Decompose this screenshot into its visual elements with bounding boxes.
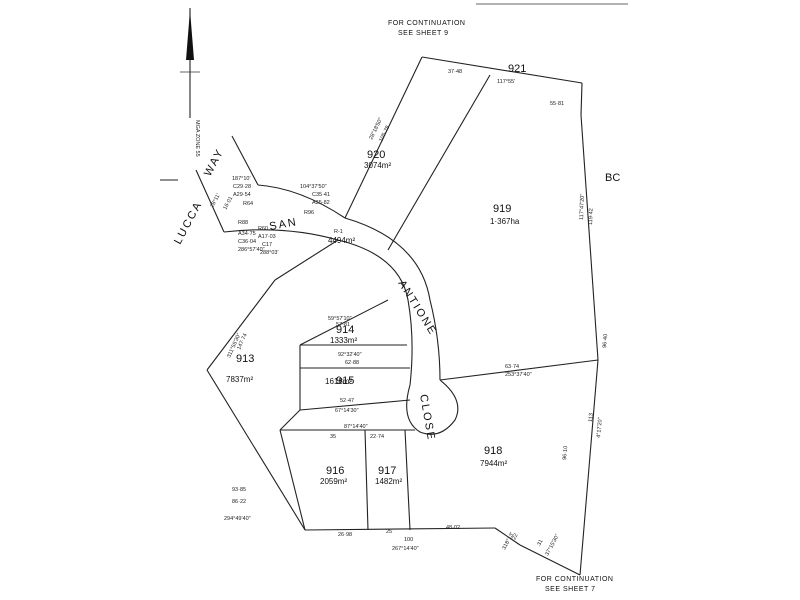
dim-label: A17·03 (258, 234, 276, 240)
dim-label: R88 (238, 220, 248, 226)
dim-label: 22 (511, 533, 519, 541)
lot-number-914: 914 (336, 324, 354, 336)
dim-label: 52·47 (340, 398, 354, 404)
dim-label: 16·01 (222, 196, 234, 211)
dim-label: 104°37'50" (300, 184, 327, 190)
dim-label: 22·74 (370, 434, 384, 440)
dim-label: 105·78 (378, 125, 391, 143)
note-bottom-line2: SEE SHEET 7 (545, 586, 596, 593)
dim-label: 55·81 (550, 101, 564, 107)
dim-label: 67°14'30" (335, 408, 359, 414)
dim-label: C36·04 (238, 239, 256, 245)
dim-label: C29·28 (233, 184, 251, 190)
road-name-lucca: LUCCA (172, 199, 205, 246)
north-arrow-label: MGA ZONE 55 (194, 120, 200, 157)
dim-label: 92°32'40" (338, 352, 362, 358)
dim-label: C17 (262, 242, 272, 248)
dim-label: 59°57'10" (328, 316, 352, 322)
lucca-way-road (160, 135, 346, 241)
lot-area-918: 7944m² (480, 459, 507, 468)
dim-label: 294°49'40" (224, 516, 251, 522)
dim-label: 37°15'30" (544, 533, 560, 557)
dim-label: 4°17'20" (596, 417, 604, 438)
dim-label: R96 (304, 210, 314, 216)
dim-label: 26·98 (338, 532, 352, 538)
note-top-line1: FOR CONTINUATION (388, 20, 465, 27)
dim-label: 253°37'40" (505, 372, 532, 378)
dim-label: A34·75 (238, 231, 256, 237)
north-arrow: MGA ZONE 55 (180, 8, 200, 157)
dim-label: 288°03' (260, 250, 279, 256)
dim-label: 87°14'40" (344, 424, 368, 430)
dim-label: 117°47'20" (579, 194, 586, 220)
dim-label: 286°57'40" (238, 247, 265, 253)
note-bottom-line1: FOR CONTINUATION (536, 576, 613, 583)
road-name-san: SAN (268, 216, 298, 233)
san-antione-close-road (337, 217, 459, 435)
lot-area-913: 7837m² (226, 375, 253, 384)
dim-label: 100 (404, 537, 413, 543)
dim-label: 93·85 (232, 487, 246, 493)
lot-area-r1: 4494m² (328, 236, 355, 245)
lot-area-915: 1618m² (325, 377, 352, 386)
road-name-close: CLOSE (417, 393, 437, 442)
lot-area-917: 1482m² (375, 477, 402, 486)
lot-number-921: 921 (508, 63, 526, 75)
dim-label: 35 (330, 434, 336, 440)
dim-label: 117°55' (497, 79, 515, 85)
dim-label: 57·81 (336, 322, 350, 328)
dim-label: 28°11' (209, 193, 221, 209)
lot-area-914: 1333m² (330, 336, 357, 345)
lot-number-bc: BC (605, 172, 620, 184)
lot-number-920: 920 (367, 149, 385, 161)
dim-label: R64 (243, 201, 253, 207)
dim-label: A35·82 (312, 200, 330, 206)
lot-number-919: 919 (493, 203, 511, 215)
lot-area-920: 3074m² (364, 161, 391, 170)
lot-number-915: 915 (336, 375, 354, 387)
dim-label: 48·02 (446, 525, 460, 531)
lot-number-917: 917 (378, 465, 396, 477)
lot-number-916: 916 (326, 465, 344, 477)
road-name-way: WAY (202, 146, 227, 178)
dim-label: C35·41 (312, 192, 330, 198)
dim-label: 96·40 (602, 334, 609, 349)
dim-label: 63·74 (505, 364, 519, 370)
lot-number-r1: R-1 (334, 229, 343, 235)
dim-label: 113 (588, 413, 595, 422)
dim-label: 37·48 (448, 69, 462, 75)
dim-label: 25 (386, 529, 392, 535)
dimension-labels: 187°10' C29·28 A29·54 R64 28°11' 16·01 R… (209, 69, 609, 557)
parcel-boundaries (206, 56, 599, 576)
dim-label: 187°10' (232, 176, 251, 182)
dim-label: 86·22 (232, 499, 246, 505)
dim-label: 119·42 (588, 208, 595, 225)
note-top-line2: SEE SHEET 9 (398, 30, 449, 37)
dim-label: 96·10 (562, 446, 569, 461)
lot-area-916: 2059m² (320, 477, 347, 486)
lot-number-913: 913 (236, 353, 254, 365)
dim-label: 31 (536, 539, 544, 547)
dim-label: R60 (258, 226, 268, 232)
dim-label: 267°14'40" (392, 546, 419, 552)
lot-number-918: 918 (484, 445, 502, 457)
dim-label: A29·54 (233, 192, 251, 198)
lot-area-919: 1·367ha (490, 217, 520, 226)
dim-label: 62·88 (345, 360, 359, 366)
